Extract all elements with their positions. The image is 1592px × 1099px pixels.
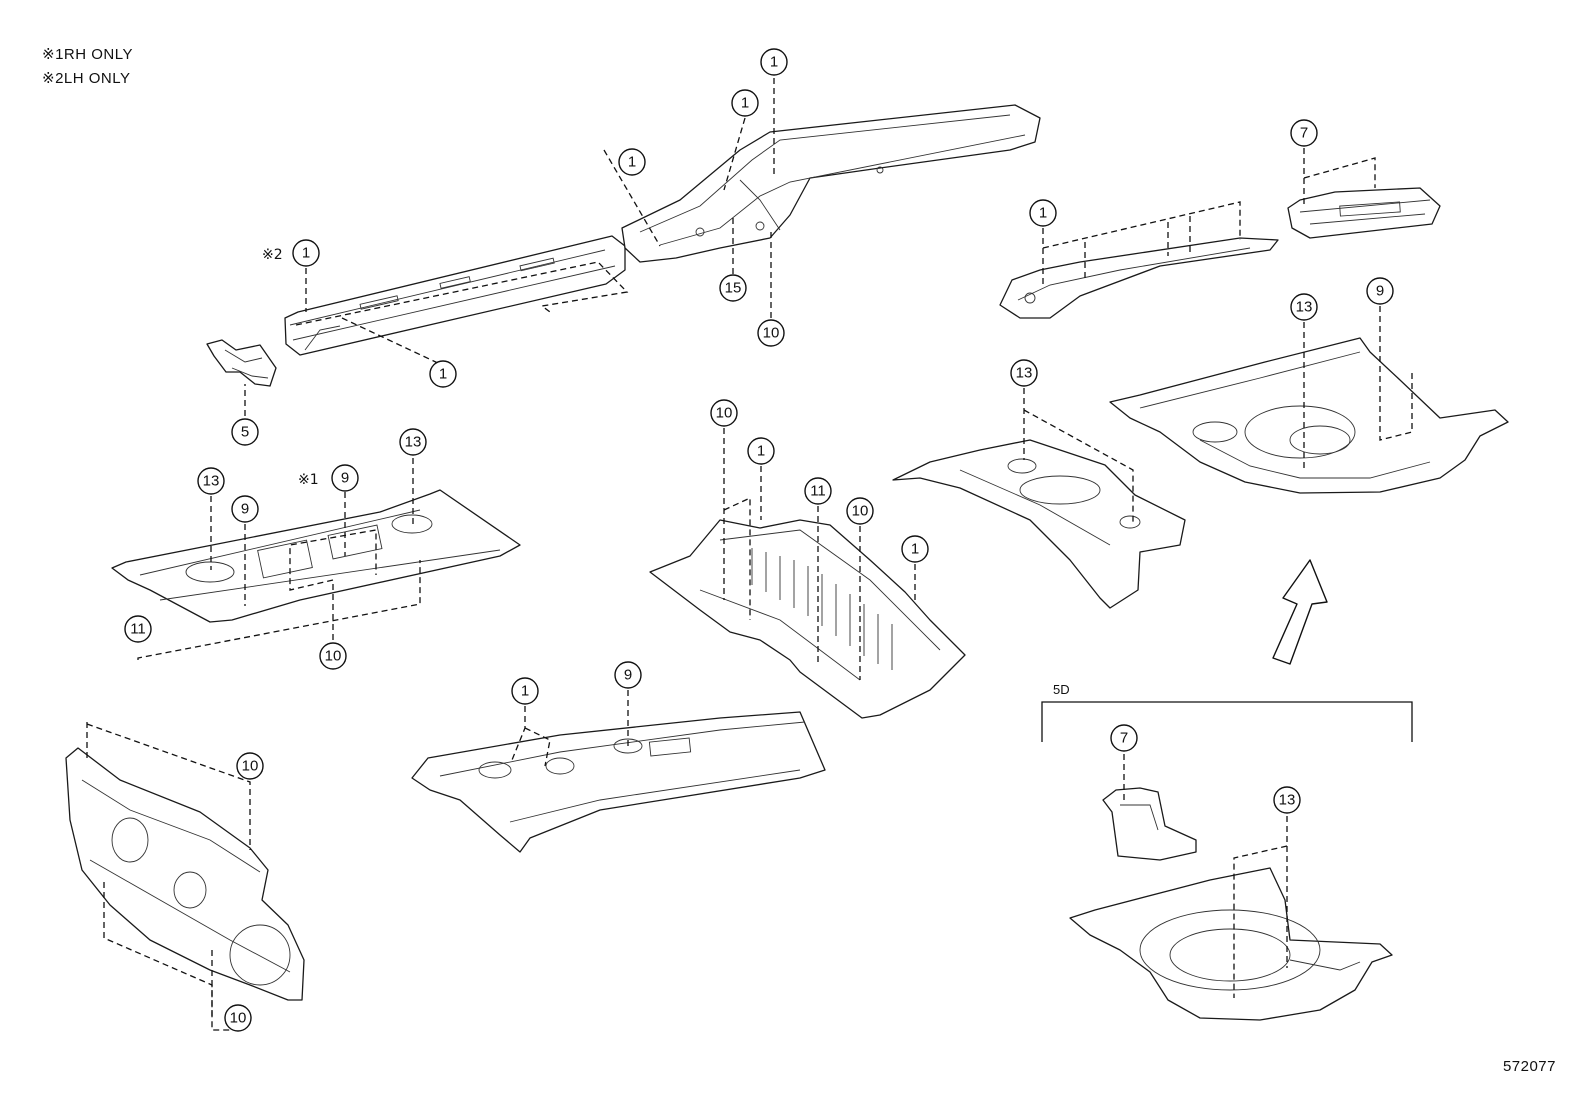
5d-label: 5D — [1053, 682, 1070, 697]
rear-floor-pan — [1109, 337, 1509, 494]
svg-text:13: 13 — [1016, 365, 1033, 382]
callout-15: 15 — [719, 274, 747, 302]
note-mark: ※1 — [42, 46, 64, 63]
svg-text:11: 11 — [130, 621, 146, 638]
callout-1: 1 — [901, 535, 929, 563]
callout-10: 10 — [224, 1004, 252, 1032]
svg-text:9: 9 — [624, 667, 632, 684]
callouts: 1 1 1 ※2 1 1 15 10 5 1 7 13 9 13 9 ※1 9 … — [124, 48, 1394, 1032]
callout-11: 11 — [124, 615, 152, 643]
callout-9: 9 — [231, 495, 259, 523]
5d-rear-bracket — [1102, 787, 1197, 861]
callout-7: 7 — [1290, 119, 1318, 147]
callout-13: 13 — [399, 428, 427, 456]
callout-1-lh-only: ※2 1 — [262, 239, 320, 267]
front-floor-pan — [111, 489, 521, 623]
svg-text:1: 1 — [757, 443, 765, 460]
svg-text:10: 10 — [325, 648, 342, 665]
callout-5: 5 — [231, 418, 259, 446]
svg-text:13: 13 — [405, 434, 422, 451]
callout-10: 10 — [236, 752, 264, 780]
callout-13: 13 — [197, 467, 225, 495]
callout-7: 7 — [1110, 724, 1138, 752]
svg-text:1: 1 — [521, 683, 529, 700]
5d-spare-tire-pan — [1069, 867, 1393, 1021]
note-mark: ※2 — [42, 70, 64, 87]
note-text: RH ONLY — [63, 46, 133, 63]
callout-9: 9 — [1366, 277, 1394, 305]
rear-floor-rail-rh — [999, 237, 1279, 319]
svg-text:7: 7 — [1300, 125, 1308, 142]
leader-lines — [86, 78, 1413, 1031]
callout-13: 13 — [1010, 359, 1038, 387]
svg-text:1: 1 — [628, 154, 636, 171]
front-floor-panel — [411, 711, 826, 853]
5d-group-bracket — [1041, 701, 1413, 742]
note-rh-only: ※1RH ONLY — [42, 43, 133, 67]
middle-floor-pan — [892, 439, 1186, 609]
svg-text:1: 1 — [741, 95, 749, 112]
callout-1: 1 — [618, 148, 646, 176]
note-lh-only: ※2LH ONLY — [42, 67, 133, 91]
svg-text:13: 13 — [203, 473, 220, 490]
callout-13: 13 — [1290, 293, 1318, 321]
svg-text:1: 1 — [439, 366, 447, 383]
callout-10: 10 — [757, 319, 785, 347]
svg-text:13: 13 — [1296, 299, 1313, 316]
drawing-number: 572077 — [1502, 1058, 1556, 1075]
svg-text:13: 13 — [1279, 792, 1296, 809]
callout-13: 13 — [1273, 786, 1301, 814]
callout-10: 10 — [846, 497, 874, 525]
svg-text:※2: ※2 — [262, 247, 283, 263]
bracket-part-5 — [206, 339, 277, 387]
applicability-notes: ※1RH ONLY ※2LH ONLY — [42, 43, 133, 91]
svg-text:10: 10 — [852, 503, 869, 520]
callout-10: 10 — [319, 642, 347, 670]
svg-text:5: 5 — [241, 424, 249, 441]
svg-text:1: 1 — [302, 245, 310, 262]
callout-9-rh-only: ※1 9 — [298, 464, 359, 492]
callout-9: 9 — [614, 661, 642, 689]
note-text: LH ONLY — [63, 70, 131, 87]
svg-text:※1: ※1 — [298, 472, 319, 488]
svg-text:1: 1 — [911, 541, 919, 558]
callout-1: 1 — [1029, 199, 1057, 227]
svg-text:10: 10 — [763, 325, 780, 342]
svg-text:10: 10 — [230, 1010, 247, 1027]
svg-text:10: 10 — [716, 405, 733, 422]
rear-floor-side-member — [621, 104, 1041, 263]
callout-11: 11 — [804, 477, 832, 505]
svg-text:15: 15 — [725, 280, 742, 297]
direction-arrow — [1272, 559, 1328, 665]
callout-1: 1 — [429, 360, 457, 388]
rear-extension-panel — [1287, 187, 1441, 239]
callout-1: 1 — [760, 48, 788, 76]
svg-text:11: 11 — [810, 483, 826, 500]
dash-panel — [65, 747, 305, 1001]
callout-1: 1 — [511, 677, 539, 705]
svg-text:1: 1 — [770, 54, 778, 71]
callout-1: 1 — [747, 437, 775, 465]
svg-text:9: 9 — [341, 470, 349, 487]
svg-text:9: 9 — [241, 501, 249, 518]
front-side-rail-lh — [284, 235, 626, 356]
callout-1: 1 — [731, 89, 759, 117]
svg-text:10: 10 — [242, 758, 259, 775]
svg-text:9: 9 — [1376, 283, 1384, 300]
svg-text:1: 1 — [1039, 205, 1047, 222]
callout-10: 10 — [710, 399, 738, 427]
center-floor-pan — [649, 519, 966, 719]
svg-text:7: 7 — [1120, 730, 1128, 747]
